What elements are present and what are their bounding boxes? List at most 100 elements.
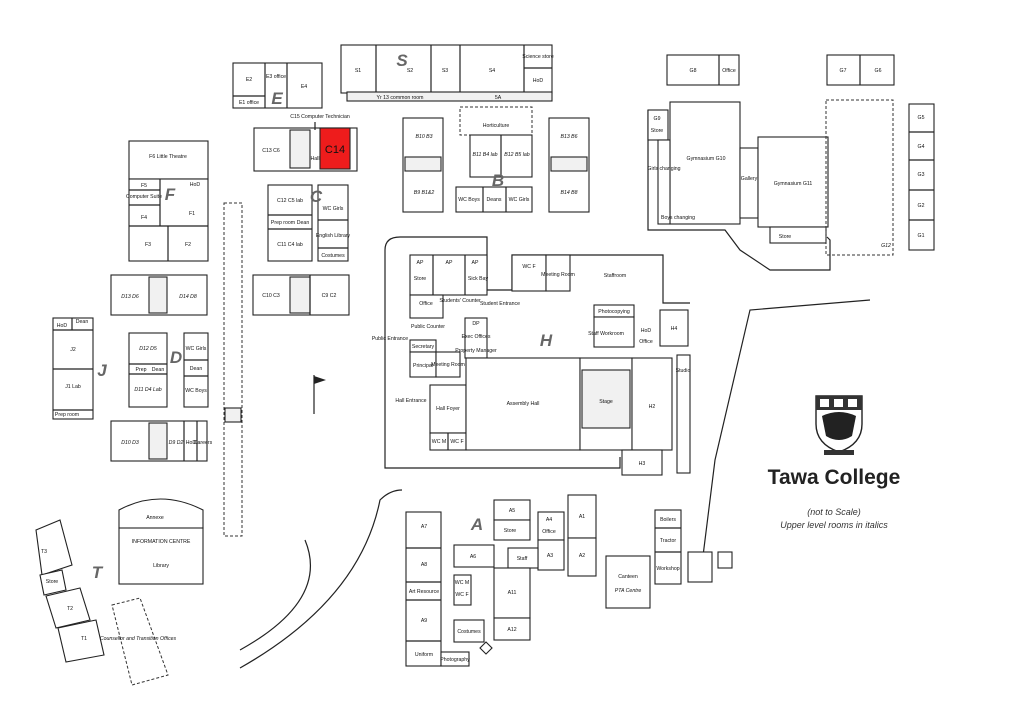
- svg-text:A11: A11: [508, 590, 517, 596]
- svg-text:Studio: Studio: [676, 368, 691, 374]
- svg-text:D11 D4 Lab: D11 D4 Lab: [134, 387, 161, 393]
- svg-text:A5: A5: [509, 508, 515, 514]
- block-letter-e: E: [271, 89, 283, 108]
- block-c[interactable]: C14 C13 C6 Hall C15 Computer Technician …: [252, 114, 358, 316]
- svg-text:Meeting Room: Meeting Room: [541, 272, 575, 278]
- svg-text:HoD: HoD: [190, 182, 201, 188]
- services[interactable]: Boilers Tractor Workshop: [654, 509, 733, 585]
- upper-level-note: Upper level rooms in italics: [780, 520, 888, 530]
- svg-text:A12: A12: [507, 627, 516, 633]
- svg-text:Office: Office: [419, 301, 433, 307]
- svg-text:A9: A9: [421, 618, 427, 624]
- svg-text:F2: F2: [185, 242, 191, 248]
- block-g[interactable]: G8 Office G7 G6 G9 Store Gymnasium G10 G…: [647, 54, 935, 271]
- svg-text:Staffroom: Staffroom: [604, 273, 626, 279]
- highlight-room-c14[interactable]: [319, 127, 351, 170]
- information-centre[interactable]: Annexe INFORMATION CENTRE Library: [118, 498, 204, 585]
- svg-text:S2: S2: [407, 68, 413, 74]
- svg-text:A2: A2: [579, 553, 585, 559]
- svg-text:Staff: Staff: [517, 556, 528, 562]
- block-j[interactable]: HoD Dean J2 J1 Lab Prep room J: [52, 317, 107, 420]
- svg-text:Public Counter: Public Counter: [411, 324, 445, 330]
- block-letter-h: H: [540, 331, 553, 350]
- svg-text:H2: H2: [649, 404, 656, 410]
- svg-text:Store: Store: [414, 276, 427, 282]
- svg-text:G9: G9: [654, 116, 661, 122]
- svg-text:Store: Store: [779, 234, 792, 240]
- svg-text:B13 B6: B13 B6: [560, 134, 577, 140]
- svg-text:WC M: WC M: [432, 439, 446, 445]
- svg-text:B14 B8: B14 B8: [560, 190, 577, 196]
- svg-text:E2: E2: [246, 77, 252, 83]
- svg-text:Deans: Deans: [487, 197, 502, 203]
- highlight-label: C14: [325, 144, 345, 156]
- block-b[interactable]: B10 B3 Horticulture B13 B6 B11 B4 lab B1…: [402, 106, 590, 213]
- svg-text:HoD: HoD: [57, 323, 68, 329]
- svg-text:Dean: Dean: [190, 366, 203, 372]
- svg-text:G5: G5: [918, 115, 925, 121]
- svg-text:Annexe: Annexe: [146, 515, 164, 521]
- svg-text:D13 D6: D13 D6: [121, 294, 139, 300]
- svg-text:AP: AP: [472, 260, 479, 266]
- svg-text:D14 D8: D14 D8: [179, 294, 197, 300]
- svg-text:Yr 13 common room: Yr 13 common room: [377, 95, 424, 101]
- svg-text:F1: F1: [189, 211, 195, 217]
- svg-text:Photocopying: Photocopying: [598, 309, 630, 315]
- svg-text:J2: J2: [70, 347, 76, 353]
- svg-text:Store: Store: [651, 128, 664, 134]
- svg-text:Costumes: Costumes: [321, 253, 345, 259]
- svg-text:E1 office: E1 office: [239, 100, 259, 106]
- svg-text:F4: F4: [141, 215, 147, 221]
- canteen[interactable]: Canteen PTA Centre: [605, 555, 651, 609]
- svg-text:HoD: HoD: [533, 78, 544, 84]
- svg-text:G8: G8: [690, 68, 697, 74]
- scale-note: (not to Scale): [807, 507, 861, 517]
- svg-text:C12 C5 lab: C12 C5 lab: [277, 198, 303, 204]
- svg-text:English Library: English Library: [316, 233, 351, 239]
- svg-text:G4: G4: [918, 144, 925, 150]
- svg-text:D9 D2: D9 D2: [169, 440, 184, 446]
- block-d[interactable]: D13 D6 D14 D8 D12 D5 Prep Dean D11 D4 La…: [110, 274, 213, 462]
- svg-text:S4: S4: [489, 68, 495, 74]
- svg-text:H4: H4: [671, 326, 678, 332]
- svg-text:C11 C4 lab: C11 C4 lab: [277, 242, 303, 248]
- block-letter-s: S: [396, 51, 408, 70]
- svg-text:PTA Centre: PTA Centre: [615, 588, 642, 594]
- block-a[interactable]: A7 A8 Art Resource A9 Uniform Photograph…: [405, 494, 597, 667]
- svg-text:5A: 5A: [495, 95, 502, 101]
- svg-text:G3: G3: [918, 172, 925, 178]
- svg-text:Science store: Science store: [522, 54, 554, 60]
- svg-text:WC Boys: WC Boys: [458, 197, 480, 203]
- svg-text:S1: S1: [355, 68, 361, 74]
- svg-text:G2: G2: [918, 203, 925, 209]
- block-t[interactable]: T3 Store T2 T1 Counsellor and Transition…: [35, 519, 177, 686]
- svg-text:G12: G12: [881, 243, 891, 249]
- svg-text:AP: AP: [417, 260, 424, 266]
- svg-text:Prep: Prep: [136, 367, 147, 373]
- svg-text:Store: Store: [504, 528, 517, 534]
- road: [239, 539, 312, 651]
- svg-text:WC F: WC F: [455, 592, 468, 598]
- svg-text:Assembly Hall: Assembly Hall: [507, 401, 540, 407]
- svg-text:Careers: Careers: [194, 440, 213, 446]
- svg-text:H3: H3: [639, 461, 646, 467]
- road: [239, 489, 403, 669]
- block-f[interactable]: F6 Little Theatre F5 HoD Computer Suite …: [126, 140, 209, 262]
- svg-text:C10 C3: C10 C3: [262, 293, 280, 299]
- svg-text:B12 B5 lab: B12 B5 lab: [504, 152, 529, 158]
- svg-text:G6: G6: [875, 68, 882, 74]
- svg-text:A8: A8: [421, 562, 427, 568]
- block-s[interactable]: S S1 S2 S3 S4 Science store HoD Yr 13 co…: [340, 44, 554, 102]
- svg-text:B10 B3: B10 B3: [415, 134, 432, 140]
- block-letter-b: B: [492, 171, 504, 190]
- svg-text:Dean: Dean: [297, 220, 310, 226]
- block-letter-c: C: [310, 187, 323, 206]
- svg-text:WC Girls: WC Girls: [509, 197, 530, 203]
- block-e[interactable]: E2 E3 office E4 E1 office E: [232, 62, 323, 109]
- svg-text:D10 D3: D10 D3: [121, 440, 139, 446]
- svg-text:HoD: HoD: [186, 440, 197, 446]
- svg-text:Secretary: Secretary: [412, 344, 435, 350]
- college-crest-icon: [815, 395, 863, 455]
- block-h[interactable]: AP AP AP Store Sick Bay Office Students'…: [372, 236, 691, 476]
